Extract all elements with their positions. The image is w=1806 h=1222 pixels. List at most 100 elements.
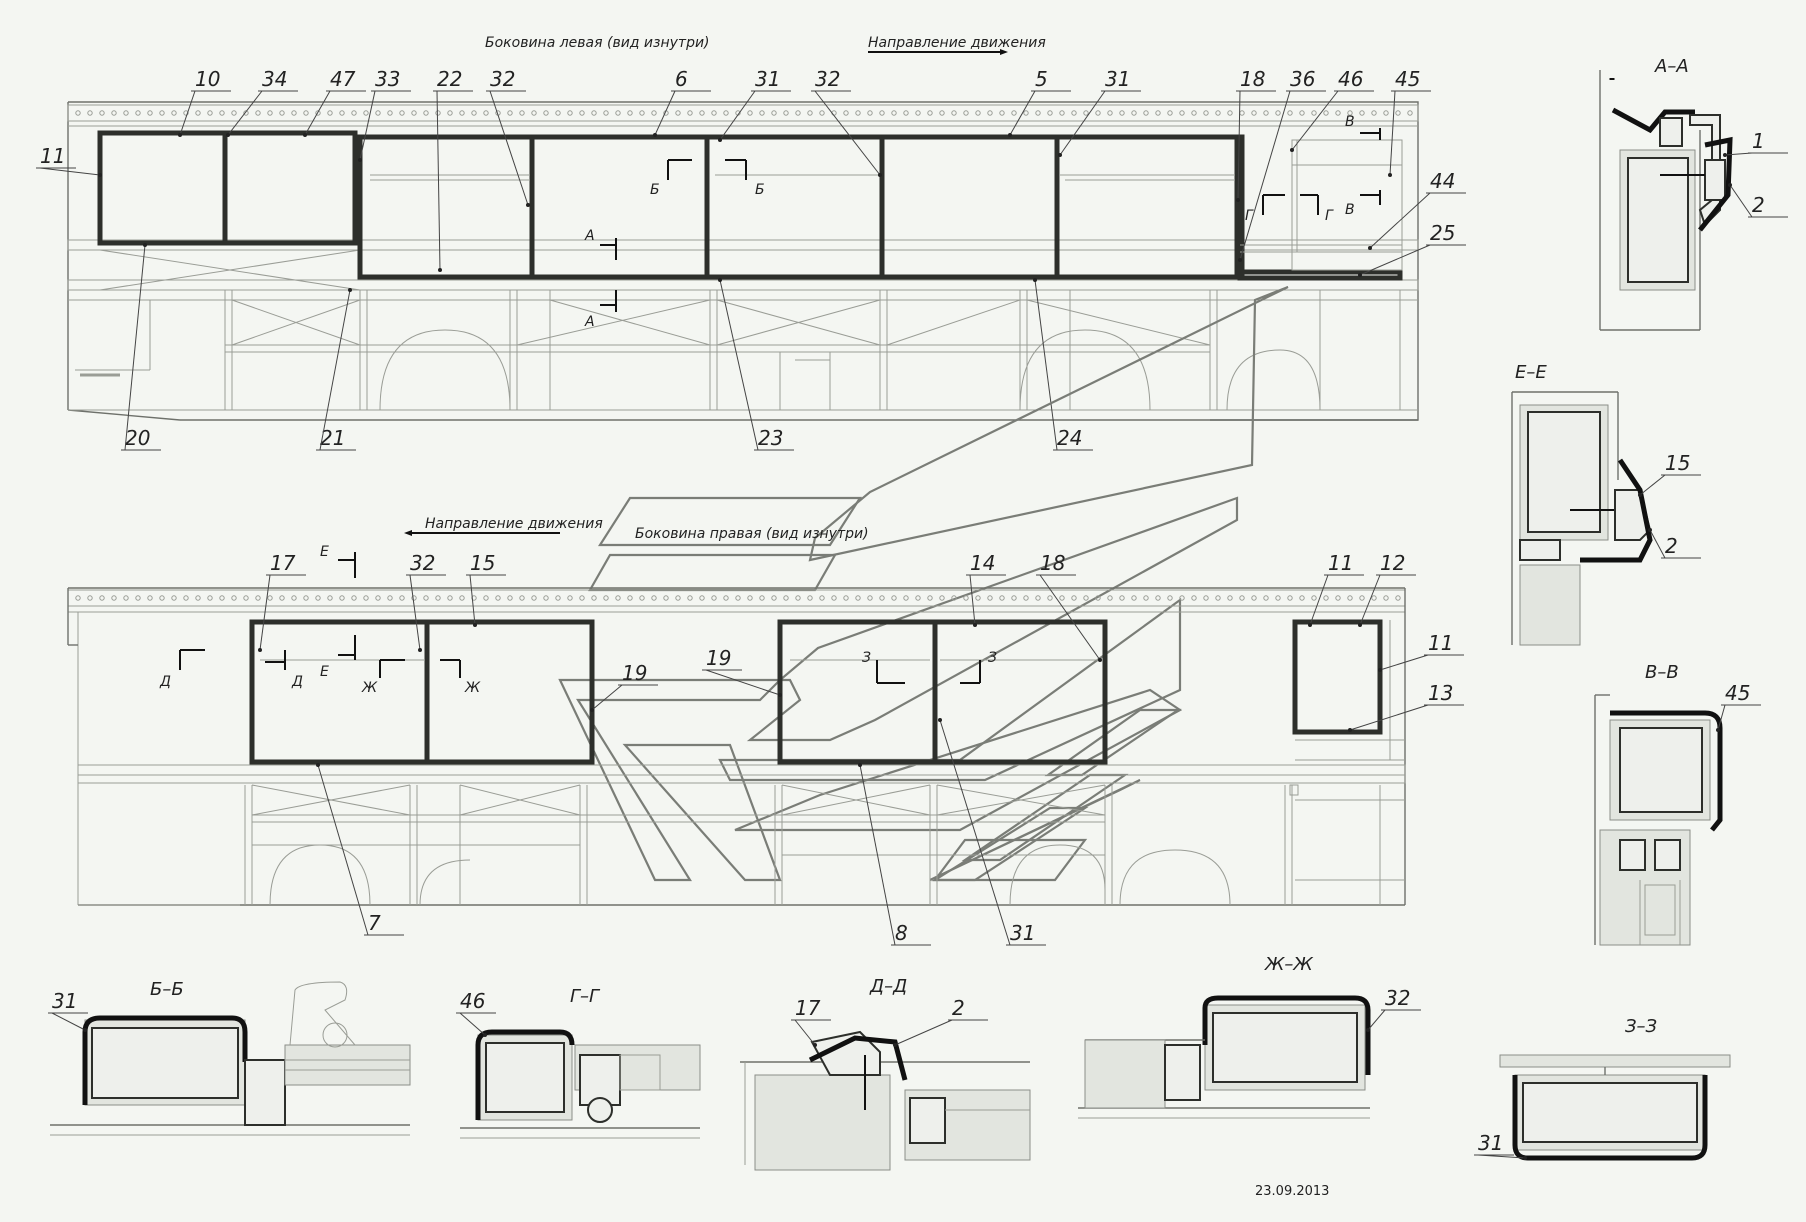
callout-top-9: 5	[1008, 67, 1071, 137]
rivet-hole	[639, 110, 645, 116]
svg-text:А: А	[584, 228, 595, 244]
logo-watermark	[558, 285, 1289, 882]
rivet-hole	[855, 110, 861, 116]
callout-top-0: 10	[178, 67, 231, 137]
direction-label-bottom: Направление движения	[425, 516, 603, 532]
rivet-hole	[807, 110, 813, 116]
rivet-hole	[891, 110, 897, 116]
rivet-hole	[411, 110, 417, 116]
rivet-hole	[1299, 110, 1305, 116]
rivet-hole	[687, 110, 693, 116]
rivet-hole	[483, 595, 489, 601]
callout-top-10: 31	[1058, 67, 1141, 157]
rivet-hole	[783, 110, 789, 116]
rivet-hole	[1335, 110, 1341, 116]
rivet-hole	[1143, 110, 1149, 116]
rivet-hole	[1059, 595, 1065, 601]
rivet-hole	[1215, 110, 1221, 116]
callout-right-side-0: 19	[590, 661, 658, 712]
rivet-hole	[1383, 110, 1389, 116]
callout-top-13: 46	[1290, 67, 1374, 152]
direction-label-top: Направление движения	[868, 35, 1046, 51]
callout-right-bottom-1: 8	[858, 763, 931, 946]
callout-right-top-5: 11	[1308, 551, 1364, 627]
svg-text:А–А: А–А	[1654, 56, 1689, 77]
rivet-hole	[387, 595, 393, 601]
rivet-hole	[519, 110, 525, 116]
rivet-hole	[135, 110, 141, 116]
rivet-hole	[1239, 595, 1245, 601]
rivet-hole	[735, 595, 741, 601]
rivet-hole	[1239, 110, 1245, 116]
rivet-hole	[459, 110, 465, 116]
svg-text:15: 15	[470, 551, 495, 575]
rivet-hole	[531, 595, 537, 601]
rivet-hole	[267, 595, 273, 601]
svg-text:36: 36	[1290, 67, 1315, 91]
rivet-hole	[1275, 595, 1281, 601]
rivet-hole	[423, 595, 429, 601]
svg-text:Ж: Ж	[464, 680, 481, 696]
rivet-hole	[567, 110, 573, 116]
cut-mark-a1: А	[584, 228, 617, 260]
callout-right-side-2: 11	[1378, 631, 1464, 672]
svg-text:19: 19	[622, 661, 647, 685]
rivet-hole	[987, 110, 993, 116]
svg-text:А: А	[584, 314, 595, 330]
rivet-hole	[1323, 110, 1329, 116]
callout-top-6: 6	[653, 67, 711, 137]
rivet-hole	[639, 595, 645, 601]
callout-right-top-0: 17	[258, 551, 306, 652]
rivet-hole	[231, 110, 237, 116]
svg-text:15: 15	[1665, 451, 1690, 475]
rivet-hole	[951, 110, 957, 116]
svg-text:З: З	[862, 650, 871, 666]
rivet-hole	[1311, 110, 1317, 116]
rivet-hole	[1263, 110, 1269, 116]
rivet-hole	[219, 595, 225, 601]
rivet-hole	[291, 110, 297, 116]
svg-text:Ж: Ж	[361, 680, 378, 696]
rivet-hole	[627, 595, 633, 601]
callout-top-bottom-0: 20	[121, 243, 161, 451]
rivet-hole	[1335, 595, 1341, 601]
callout-top-side-2: 25	[1358, 221, 1466, 277]
svg-text:Е–Е: Е–Е	[1515, 362, 1547, 383]
svg-text:Г: Г	[1325, 208, 1334, 224]
callout-top-side-0: 11	[36, 144, 102, 177]
svg-text:34: 34	[262, 67, 287, 91]
rivet-hole	[1131, 110, 1137, 116]
rivet-hole	[579, 110, 585, 116]
rivet-hole	[351, 110, 357, 116]
rivet-hole	[1179, 110, 1185, 116]
svg-text:Е: Е	[320, 544, 329, 560]
rivet-hole	[807, 595, 813, 601]
callout-dd-17: 17	[791, 996, 831, 1047]
callout-ee-15: 15	[1638, 451, 1701, 497]
svg-text:47: 47	[330, 67, 356, 91]
rivet-hole	[771, 110, 777, 116]
rivet-hole	[843, 595, 849, 601]
rivet-hole	[303, 595, 309, 601]
svg-text:19: 19	[706, 646, 731, 670]
rivet-hole	[279, 595, 285, 601]
svg-text:25: 25	[1430, 221, 1455, 245]
rivet-hole	[879, 595, 885, 601]
rivet-hole	[1119, 595, 1125, 601]
rivet-hole	[1035, 110, 1041, 116]
rivet-hole	[1179, 595, 1185, 601]
rivet-hole	[1395, 595, 1401, 601]
rivet-hole	[699, 595, 705, 601]
rivet-hole	[1347, 110, 1353, 116]
svg-text:Е: Е	[320, 664, 329, 680]
rivet-hole	[591, 110, 597, 116]
rivet-hole	[1263, 595, 1269, 601]
rivet-hole	[507, 595, 513, 601]
section-gg: Г–Г 46	[456, 986, 701, 1139]
rivet-hole	[1155, 110, 1161, 116]
callout-right-bottom-2: 31	[938, 718, 1046, 946]
callout-right-top-4: 18	[1036, 551, 1102, 662]
svg-text:2: 2	[1752, 193, 1765, 217]
rivet-hole	[999, 595, 1005, 601]
svg-text:17: 17	[795, 996, 821, 1020]
